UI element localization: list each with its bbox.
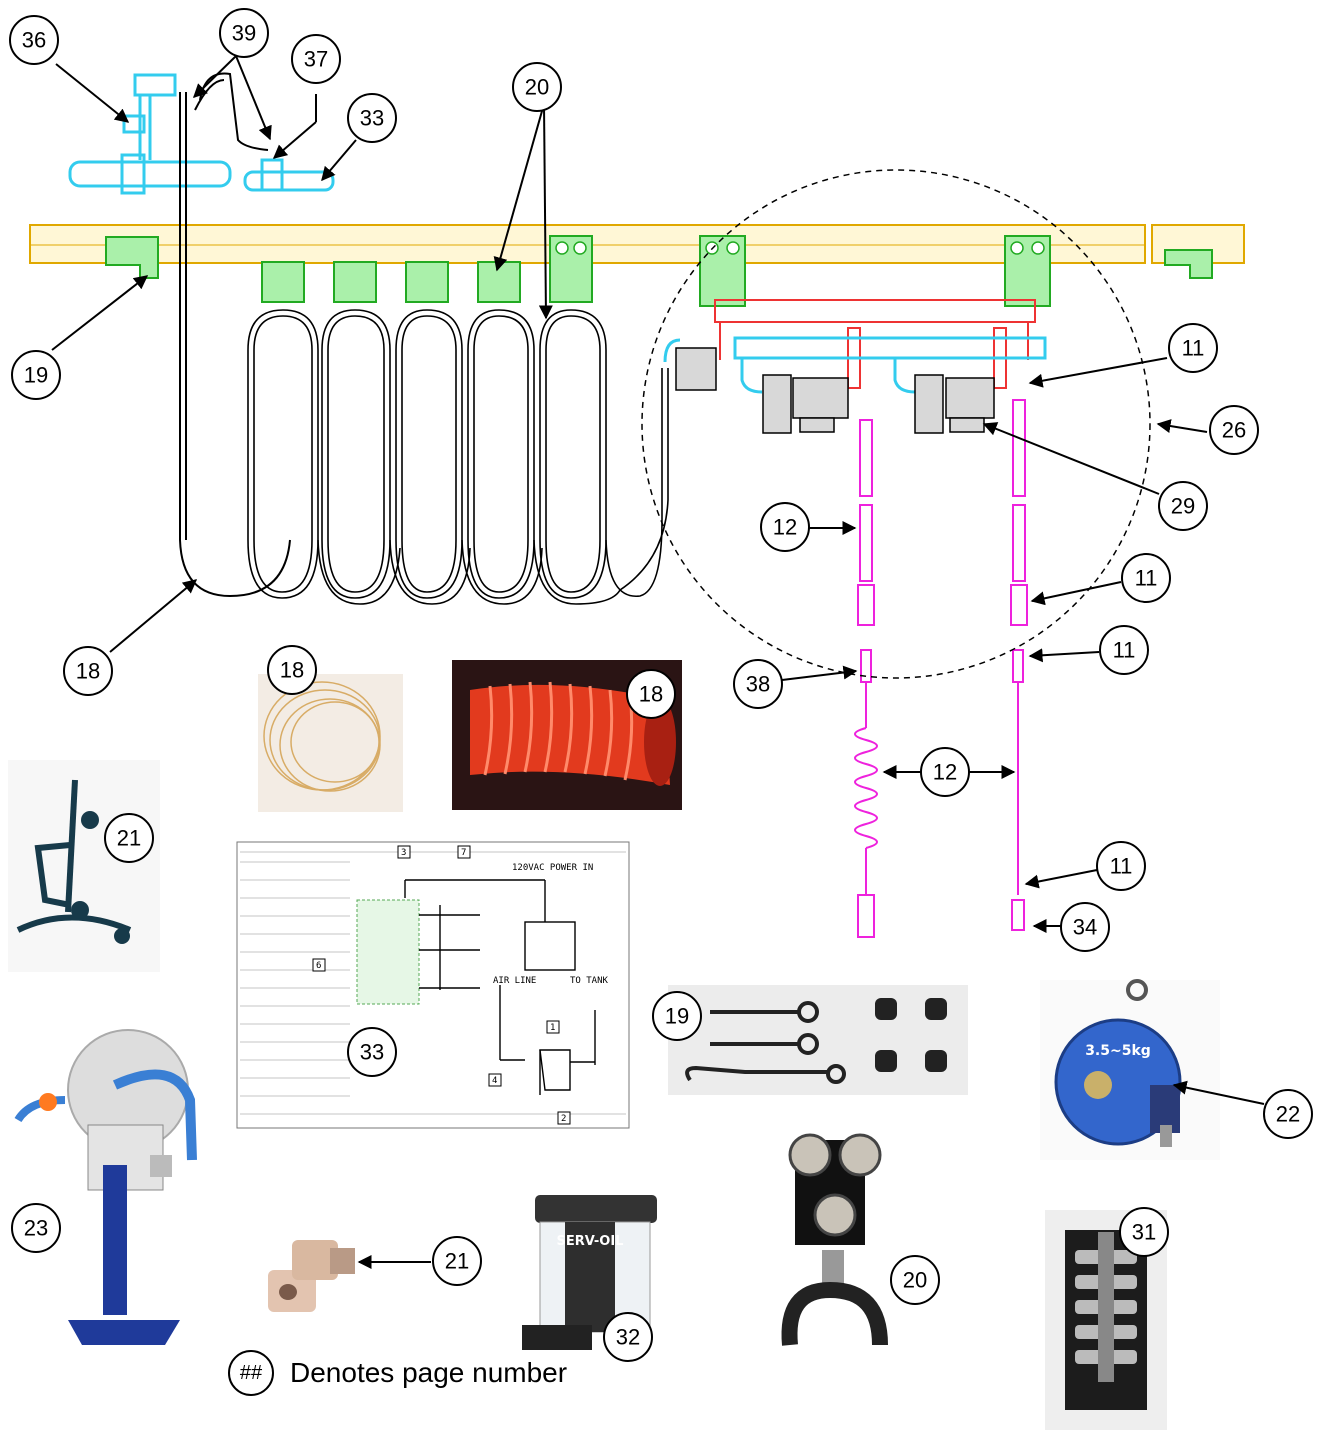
schematic-tank-label: TO TANK <box>570 976 609 986</box>
hose-reel-stand-photo <box>14 1029 197 1345</box>
callout-label: 29 <box>1171 494 1195 519</box>
turnbuckle-hardware-photo <box>668 985 968 1095</box>
divider-valve-photo <box>1045 1210 1167 1430</box>
callout-11: 11 <box>1096 841 1146 891</box>
callout-33: 33 <box>347 1027 397 1077</box>
leader-lines <box>51 55 1265 1269</box>
callout-11: 11 <box>1099 625 1149 675</box>
drop-hoses <box>854 399 1028 938</box>
schematic-air-label: AIR LINE <box>493 976 536 986</box>
drop-piping <box>68 73 335 195</box>
callout-38: 38 <box>733 659 783 709</box>
schematic-box-4: 4 <box>492 1076 497 1086</box>
callout-label: 32 <box>616 1325 640 1350</box>
callout-26: 26 <box>1209 405 1259 455</box>
callout-21: 21 <box>432 1236 482 1286</box>
balancer-rating: 3.5~5kg <box>1085 1043 1151 1059</box>
callout-label: 11 <box>1110 854 1133 879</box>
callout-label: 33 <box>360 106 384 131</box>
schematic-power-label: 120VAC POWER IN <box>512 863 593 873</box>
callout-34: 34 <box>1060 902 1110 952</box>
schematic-box-6: 6 <box>316 961 321 971</box>
callout-label: 31 <box>1132 1220 1156 1245</box>
schematic-box-2: 2 <box>561 1114 566 1124</box>
schematic-box-3: 3 <box>401 848 406 858</box>
callout-label: 26 <box>1222 418 1246 443</box>
callout-12: 12 <box>920 747 970 797</box>
callout-36: 36 <box>9 15 59 65</box>
rail-trolleys <box>105 235 1213 307</box>
legend-symbol: ## <box>228 1350 274 1396</box>
callout-19: 19 <box>11 350 61 400</box>
legend-text: Denotes page number <box>290 1357 568 1388</box>
callout-label: 20 <box>903 1268 927 1293</box>
filter-regulators <box>675 347 995 434</box>
page-number-legend: ## Denotes page number <box>228 1345 567 1401</box>
callout-33: 33 <box>347 93 397 143</box>
callout-label: 18 <box>639 682 663 707</box>
callout-18: 18 <box>626 669 676 719</box>
lubrication-schematic: 120VAC POWER IN AIR LINE TO TANK 3 7 6 1… <box>236 841 630 1129</box>
detail-circle <box>641 169 1151 679</box>
callout-19: 19 <box>652 991 702 1041</box>
hose-bracket-photo <box>8 760 160 972</box>
callout-39: 39 <box>219 8 269 58</box>
callout-37: 37 <box>291 34 341 84</box>
callout-23: 23 <box>11 1203 61 1253</box>
swivel-fitting-photo <box>268 1240 355 1312</box>
callout-label: 19 <box>665 1004 689 1029</box>
callout-label: 18 <box>76 659 100 684</box>
callout-label: 12 <box>933 760 957 785</box>
callout-12: 12 <box>760 502 810 552</box>
schematic-box-1: 1 <box>550 1023 555 1033</box>
callout-11: 11 <box>1121 553 1171 603</box>
callout-22: 22 <box>1263 1089 1313 1139</box>
callout-29: 29 <box>1158 481 1208 531</box>
branch-hose <box>179 72 291 598</box>
tubing-coil-photo <box>258 674 403 812</box>
callout-label: 19 <box>24 363 48 388</box>
callout-label: 23 <box>24 1216 48 1241</box>
callout-label: 21 <box>117 826 141 851</box>
lubricator-brand: SERV-OIL <box>557 1234 624 1249</box>
callout-label: 37 <box>304 47 328 72</box>
callout-label: 36 <box>22 28 46 53</box>
callout-31: 31 <box>1119 1207 1169 1257</box>
callout-label: 11 <box>1135 566 1158 591</box>
callout-label: 39 <box>232 21 256 46</box>
callout-label: 22 <box>1276 1102 1300 1127</box>
schematic-box-7: 7 <box>461 848 466 858</box>
callout-label: 18 <box>280 658 304 683</box>
spring-balancer-photo: 3.5~5kg <box>1040 979 1220 1160</box>
callout-label: 33 <box>360 1040 384 1065</box>
festoon-hose-loops <box>247 309 669 605</box>
callout-label: 12 <box>773 515 797 540</box>
callout-label: 20 <box>525 75 549 100</box>
callout-label: 38 <box>746 672 770 697</box>
callout-label: 21 <box>445 1249 469 1274</box>
callout-32: 32 <box>603 1312 653 1362</box>
callout-11: 11 <box>1168 323 1218 373</box>
callout-21: 21 <box>104 813 154 863</box>
callout-label: 11 <box>1113 638 1136 663</box>
callout-20: 20 <box>890 1255 940 1305</box>
callout-label: 34 <box>1073 915 1097 940</box>
callout-20: 20 <box>512 62 562 112</box>
trolley-photo <box>781 1133 888 1346</box>
callout-label: 11 <box>1182 336 1205 361</box>
callout-18: 18 <box>63 646 113 696</box>
callout-18: 18 <box>267 645 317 695</box>
manifold-pipe <box>663 336 1047 394</box>
